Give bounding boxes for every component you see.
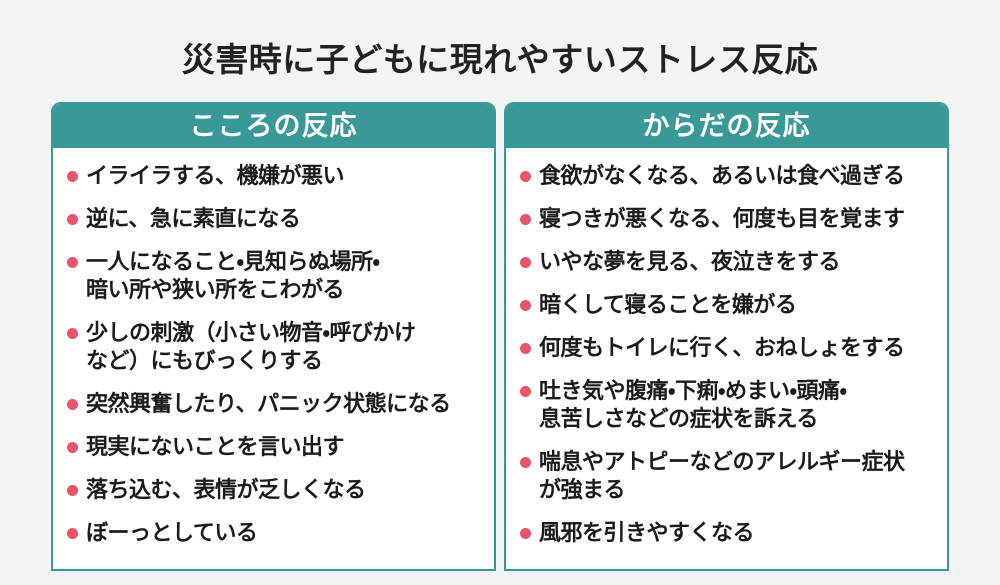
bullet-dot-icon (520, 170, 531, 182)
bullet-dot-icon (520, 527, 531, 539)
reaction-text: 風邪を引きやすくなる (539, 519, 755, 545)
bullet-dot-icon (67, 256, 78, 268)
infographic-page: { "title": "災害時に子どもに現れやすいストレス反応", "color… (0, 22, 1000, 585)
reaction-text: イライラする、機嫌が悪い (86, 162, 345, 188)
list-item: 現実にないことを言い出す (67, 433, 486, 461)
reaction-text: ぼーっとしている (86, 519, 258, 545)
list-item: 吐き気や腹痛・下痢・めまい・頭痛・ 息苦しさなどの症状を訴える (520, 377, 939, 433)
reaction-text: 一人になること・見知らぬ場所・ 暗い所や狭い所をこわがる (86, 248, 380, 302)
reaction-text: 少しの刺激（小さい物音・呼びかけ など）にもびっくりする (86, 319, 416, 373)
bullet-dot-icon (67, 441, 78, 453)
reaction-text: 何度もトイレに行く、おねしょをする (539, 334, 905, 360)
bullet-dot-icon (67, 170, 78, 182)
list-item: 暗くして寝ることを嫌がる (520, 291, 939, 319)
bullet-dot-icon (520, 213, 531, 225)
reaction-text: 落ち込む、表情が乏しくなる (86, 476, 366, 502)
page-title: 災害時に子どもに現れやすいストレス反応 (181, 41, 819, 79)
list-item: イライラする、機嫌が悪い (67, 162, 486, 190)
bullet-dot-icon (520, 342, 531, 354)
cards-container: こころの反応 イライラする、機嫌が悪い 逆に、急に素直になる 一人になること・見… (51, 101, 949, 571)
mental-reactions-list: イライラする、機嫌が悪い 逆に、急に素直になる 一人になること・見知らぬ場所・ … (53, 148, 494, 547)
reaction-text: 吐き気や腹痛・下痢・めまい・頭痛・ 息苦しさなどの症状を訴える (539, 377, 847, 431)
card-mental-reactions: こころの反応 イライラする、機嫌が悪い 逆に、急に素直になる 一人になること・見… (51, 101, 496, 571)
bullet-dot-icon (520, 256, 531, 268)
list-item: 何度もトイレに行く、おねしょをする (520, 334, 939, 362)
list-item: 寝つきが悪くなる、何度も目を覚ます (520, 205, 939, 233)
bullet-dot-icon (520, 385, 531, 397)
reaction-text: 寝つきが悪くなる、何度も目を覚ます (539, 205, 905, 231)
card-header-body: からだの反応 (506, 103, 947, 148)
reaction-text: 現実にないことを言い出す (86, 433, 345, 459)
card-header-mental: こころの反応 (53, 103, 494, 148)
list-item: 一人になること・見知らぬ場所・ 暗い所や狭い所をこわがる (67, 248, 486, 304)
bullet-dot-icon (67, 484, 78, 496)
reaction-text: 食欲がなくなる、あるいは食べ過ぎる (539, 162, 905, 188)
list-item: 少しの刺激（小さい物音・呼びかけ など）にもびっくりする (67, 319, 486, 375)
list-item: 食欲がなくなる、あるいは食べ過ぎる (520, 162, 939, 190)
bullet-dot-icon (67, 213, 78, 225)
list-item: 逆に、急に素直になる (67, 205, 486, 233)
bullet-dot-icon (67, 527, 78, 539)
reaction-text: 暗くして寝ることを嫌がる (539, 291, 797, 317)
reaction-text: 喘息やアトピーなどのアレルギー症状 が強まる (539, 448, 905, 502)
list-item: 落ち込む、表情が乏しくなる (67, 476, 486, 504)
list-item: ぼーっとしている (67, 519, 486, 547)
bullet-dot-icon (520, 456, 531, 468)
list-item: 風邪を引きやすくなる (520, 519, 939, 547)
card-body-reactions: からだの反応 食欲がなくなる、あるいは食べ過ぎる 寝つきが悪くなる、何度も目を覚… (504, 101, 949, 571)
body-reactions-list: 食欲がなくなる、あるいは食べ過ぎる 寝つきが悪くなる、何度も目を覚ます いやな夢… (506, 148, 947, 547)
list-item: 突然興奮したり、パニック状態になる (67, 390, 486, 418)
reaction-text: 逆に、急に素直になる (86, 205, 301, 231)
reaction-text: いやな夢を見る、夜泣きをする (539, 248, 841, 274)
list-item: いやな夢を見る、夜泣きをする (520, 248, 939, 276)
bullet-dot-icon (67, 398, 78, 410)
list-item: 喘息やアトピーなどのアレルギー症状 が強まる (520, 448, 939, 504)
bullet-dot-icon (520, 299, 531, 311)
reaction-text: 突然興奮したり、パニック状態になる (86, 390, 451, 416)
bullet-dot-icon (67, 327, 78, 339)
